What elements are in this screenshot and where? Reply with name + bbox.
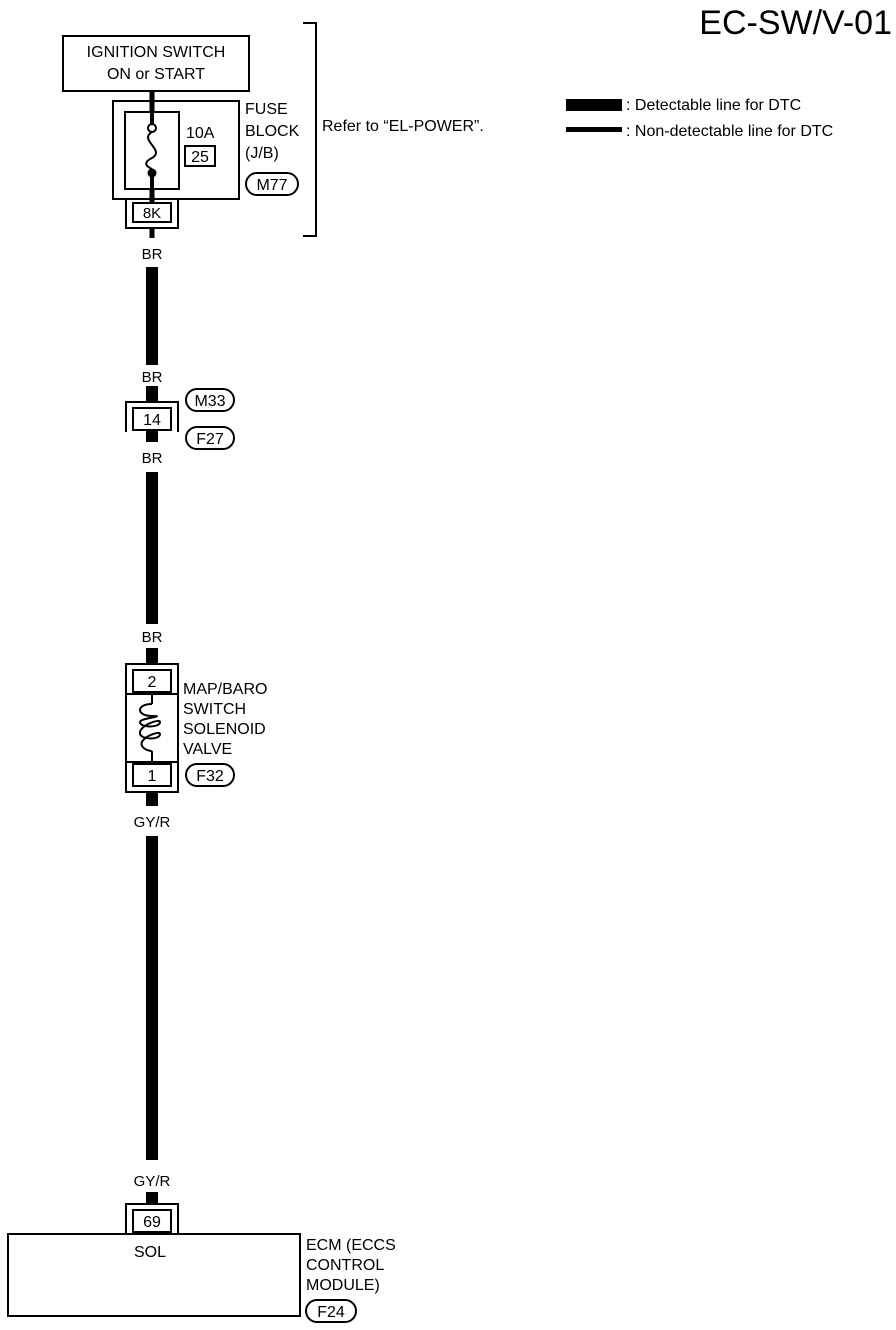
wire-gyr-solenoid-to-ecm: [146, 836, 158, 1160]
ecm-label-line1: ECM (ECCS: [306, 1237, 396, 1254]
ecm-pin-label: SOL: [134, 1244, 166, 1261]
joint-connector-top: M33: [194, 393, 225, 410]
fuse-number-box: [184, 145, 216, 167]
solenoid-label-line2: SWITCH: [183, 701, 246, 718]
ecm-box: [7, 1233, 301, 1317]
wire-color-br-4: BR: [142, 629, 163, 646]
ecm-terminal: 69: [143, 1214, 161, 1231]
ignition-switch-box: [62, 35, 250, 92]
solenoid-top-bracket: [125, 663, 179, 694]
solenoid-lead-top: [146, 648, 158, 664]
ecm-label-line2: CONTROL: [306, 1257, 384, 1274]
ecm-connector-badge: [305, 1299, 357, 1323]
fuse-block-box: [112, 100, 240, 200]
fuse-block-label-line3: (J/B): [245, 145, 279, 162]
fuse-top-node: [147, 123, 157, 133]
fuse-terminal: 8K: [143, 205, 161, 222]
ignition-switch-label-line1: IGNITION SWITCH: [87, 44, 226, 61]
ecm-terminal-bracket: [125, 1203, 179, 1234]
ecm-label-line3: MODULE): [306, 1277, 380, 1294]
ignition-switch-label-line2: ON or START: [107, 66, 205, 83]
legend-detectable-swatch: [566, 99, 622, 111]
diagram-code: EC-SW/V-01: [699, 4, 892, 42]
fuse-number: 25: [191, 149, 209, 166]
joint-connector-bottom-badge: [185, 426, 235, 450]
fuse-bottom-node: [147, 168, 157, 178]
solenoid-label-line3: SOLENOID: [183, 721, 266, 738]
joint-terminal: 14: [143, 412, 161, 429]
solenoid-bottom-terminal-box: [132, 763, 172, 787]
solenoid-connector: F32: [196, 768, 224, 785]
wire-br-fuse-to-joint: [146, 267, 158, 365]
ecm-connector: F24: [317, 1304, 345, 1321]
legend-non-detectable-text: : Non-detectable line for DTC: [626, 123, 833, 140]
joint-lead-bottom: [146, 430, 158, 442]
solenoid-label-line1: MAP/BARO: [183, 681, 267, 698]
joint-connector-bracket: [125, 401, 179, 432]
wire-color-br-2: BR: [142, 369, 163, 386]
joint-lead-top: [146, 386, 158, 402]
joint-connector-top-badge: [185, 388, 235, 412]
ecm-terminal-box: [132, 1209, 172, 1233]
fuse-block-connector-badge: [245, 172, 299, 196]
solenoid-connector-badge: [185, 763, 235, 787]
legend-non-detectable-swatch: [566, 127, 622, 132]
wire-color-gyr-1: GY/R: [134, 814, 171, 831]
wire-color-br-1: BR: [142, 246, 163, 263]
solenoid-lead-bottom: [146, 792, 158, 806]
solenoid-label-line4: VALVE: [183, 741, 232, 758]
solenoid-coil-icon: [138, 703, 162, 753]
refer-bracket: [303, 22, 317, 237]
solenoid-top-terminal-box: [132, 669, 172, 693]
fuse-block-connector: M77: [256, 177, 287, 194]
fuse-block-label-line2: BLOCK: [245, 123, 300, 140]
wire-color-br-3: BR: [142, 450, 163, 467]
solenoid-terminal-top: 2: [148, 674, 157, 691]
fuse-terminal-box: [132, 202, 172, 223]
wire-color-gyr-2: GY/R: [134, 1173, 171, 1190]
legend-detectable-text: : Detectable line for DTC: [626, 97, 801, 114]
fuse-amperage: 10A: [186, 125, 215, 142]
fuse-block-label-line1: FUSE: [245, 101, 288, 118]
ecm-lead-top: [146, 1192, 158, 1204]
solenoid-terminal-bottom: 1: [148, 768, 157, 785]
refer-text: Refer to “EL-POWER”.: [322, 118, 484, 135]
wire-br-joint-to-solenoid: [146, 472, 158, 624]
fuse-icon: [145, 131, 157, 170]
joint-connector-bottom: F27: [196, 431, 224, 448]
